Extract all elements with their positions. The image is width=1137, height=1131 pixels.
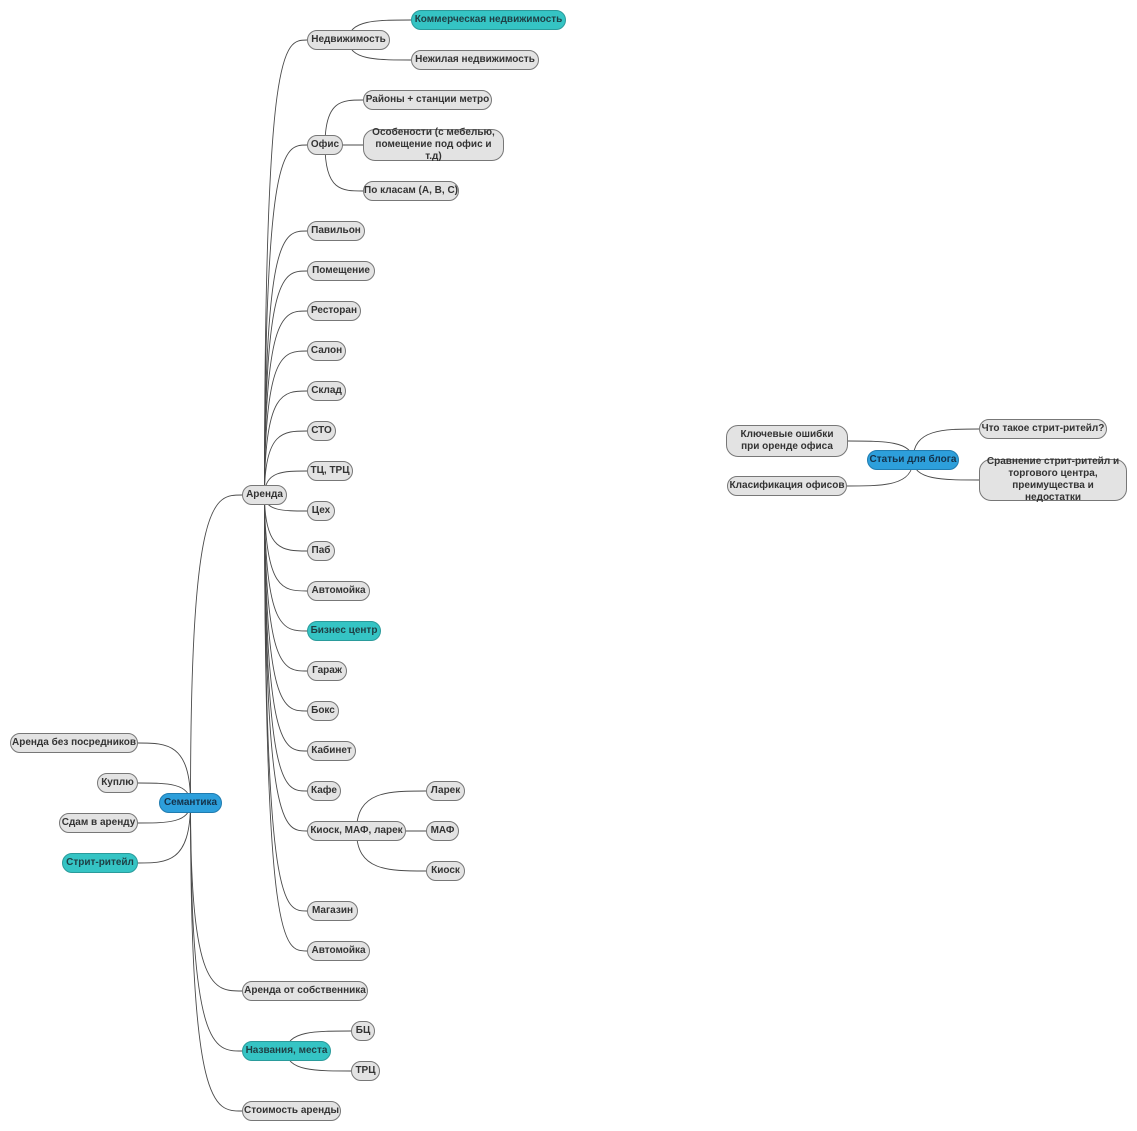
connector-topic-stoimost-arendy <box>190 802 243 1112</box>
connector-topic-garazh <box>264 494 308 672</box>
connector-topic-arenda-ot-sobstvennika <box>190 802 243 992</box>
topic-kuplyu[interactable]: Куплю <box>97 773 138 793</box>
connector-topic-restoran <box>264 310 308 496</box>
connector-topic-kafe <box>264 494 308 792</box>
topic-nezhilaya[interactable]: Нежилая недвижимость <box>411 50 539 70</box>
topic-magazin[interactable]: Магазин <box>307 901 358 921</box>
connector-topic-arenda <box>190 494 243 804</box>
connector-topic-strit-riteyl <box>137 802 191 864</box>
topic-kabinet[interactable]: Кабинет <box>307 741 356 761</box>
topic-maf[interactable]: МАФ <box>426 821 459 841</box>
connector-topic-rayony <box>324 99 364 146</box>
connector-topic-avtomoyka-1 <box>264 494 308 592</box>
topic-garazh[interactable]: Гараж <box>307 661 347 681</box>
topic-salon[interactable]: Салон <box>307 341 346 361</box>
connector-topic-nazvaniya-mesta <box>190 802 243 1052</box>
root-topic-semantika[interactable]: Семантика <box>159 793 222 813</box>
topic-rayony[interactable]: Районы + станции метро <box>363 90 492 110</box>
topic-pab[interactable]: Паб <box>307 541 335 561</box>
connector-topic-ofis <box>264 144 308 496</box>
topic-strit-riteyl[interactable]: Стрит-ритейл <box>62 853 138 873</box>
topic-restoran[interactable]: Ресторан <box>307 301 361 321</box>
connector-topic-arenda-bez-posrednikov <box>137 742 191 804</box>
topic-sdam-v-arendu[interactable]: Сдам в аренду <box>59 813 138 833</box>
topic-klasifikaciya-ofisov[interactable]: Класификация офисов <box>727 476 847 496</box>
topic-osobennosti[interactable]: Особености (с мебелью, помещение под офи… <box>363 127 504 162</box>
topic-pavilon[interactable]: Павильон <box>307 221 365 241</box>
topic-pomeshchenie[interactable]: Помещение <box>307 261 375 281</box>
topic-nedvizhimost[interactable]: Недвижимость <box>307 30 390 50</box>
topic-tseh[interactable]: Цех <box>307 501 335 521</box>
topic-nazvaniya-mesta[interactable]: Названия, места <box>242 1041 331 1061</box>
topic-ofis[interactable]: Офис <box>307 135 343 155</box>
topic-arenda-bez-posrednikov[interactable]: Аренда без посредников <box>10 733 138 753</box>
topic-kafe[interactable]: Кафе <box>307 781 341 801</box>
connector-topic-po-klasam <box>324 144 364 192</box>
topic-kiosk-maf-larek[interactable]: Киоск, МАФ, ларек <box>307 821 406 841</box>
root-topic-stati-dlya-bloga[interactable]: Статьи для блога <box>867 450 959 470</box>
connector-topic-avtomoyka-2 <box>264 494 308 952</box>
topic-chto-takoe[interactable]: Что такое стрит-ритейл? <box>979 419 1107 439</box>
connector-topic-nedvizhimost <box>264 39 308 496</box>
topic-tc-trc[interactable]: ТЦ, ТРЦ <box>307 461 353 481</box>
connector-topic-kiosk <box>356 830 427 872</box>
connector-topic-sto <box>264 430 308 496</box>
topic-arenda[interactable]: Аренда <box>242 485 287 505</box>
topic-kommercheskaya[interactable]: Коммерческая недвижимость <box>411 10 566 30</box>
topic-biznes-centr[interactable]: Бизнес центр <box>307 621 381 641</box>
topic-klyuchevye-oshibki[interactable]: Ключевые ошибки при оренде офиса <box>726 425 848 457</box>
topic-trc[interactable]: ТРЦ <box>351 1061 380 1081</box>
topic-stoimost-arendy[interactable]: Стоимость аренды <box>242 1101 341 1121</box>
topic-avtomoyka-1[interactable]: Автомойка <box>307 581 370 601</box>
topic-boks[interactable]: Бокс <box>307 701 339 721</box>
topic-po-klasam[interactable]: По класам (А, В, С) <box>363 181 459 201</box>
topic-larek[interactable]: Ларек <box>426 781 465 801</box>
connector-topic-pomeshchenie <box>264 270 308 496</box>
topic-avtomoyka-2[interactable]: Автомойка <box>307 941 370 961</box>
topic-kiosk[interactable]: Киоск <box>426 861 465 881</box>
topic-bc[interactable]: БЦ <box>351 1021 375 1041</box>
topic-sklad[interactable]: Склад <box>307 381 346 401</box>
connector-topic-sklad <box>264 390 308 496</box>
topic-sravnenie[interactable]: Сравнение стрит-ритейл и торгового центр… <box>979 456 1127 503</box>
topic-sto[interactable]: СТО <box>307 421 336 441</box>
connector-topic-salon <box>264 350 308 496</box>
connector-topic-larek <box>356 790 427 832</box>
topic-arenda-ot-sobstvennika[interactable]: Аренда от собственника <box>242 981 368 1001</box>
